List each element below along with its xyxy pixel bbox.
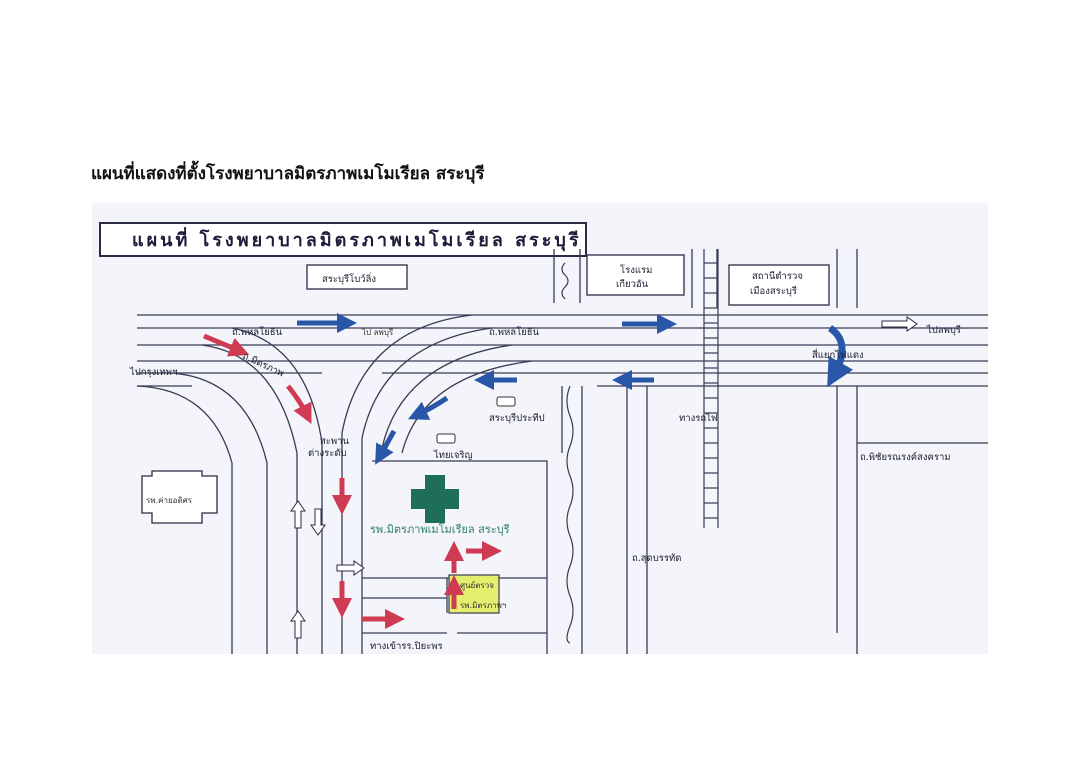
label-clinic-1: ศูนย์ตรวจ (460, 580, 494, 591)
label-army-camp-hospital: รพ.ค่ายอดิศร (146, 496, 193, 505)
label-to-lopburi: ไปลพบุรี (926, 324, 961, 336)
saraburi-bowling-box (306, 264, 408, 290)
label-phahon-right: ถ.พหลโยธิน (489, 326, 540, 338)
label-hotel: โรงแรม (620, 264, 652, 276)
label-saraburi-bowling: สระบุรีโบว์ลิ่ง (322, 272, 376, 285)
label-intersection: สี่แยกไฟแดง (812, 348, 864, 361)
arrow-u-turn (827, 325, 854, 388)
label-police-station: สถานีตำรวจ (752, 270, 803, 282)
bus-stop-icon (436, 396, 516, 444)
arrow-hollow-east-2 (336, 560, 365, 576)
location-map: แผนที่ โรงพยาบาลมิตรภาพเมโมเรียล สระบุรี (92, 203, 988, 654)
label-saraburi-prathip: สระบุรีประทีป (489, 412, 545, 424)
map-title: แผนที่ โรงพยาบาลมิตรภาพเมโมเรียล สระบุรี (132, 227, 581, 252)
blue-direction-arrows (297, 313, 854, 465)
hospital-cross-icon (411, 475, 459, 523)
label-to-lopburi-small: ไป ลพบุรี (361, 328, 394, 337)
label-phichai-road: ถ.พิชัยรณรงค์สงคราม (860, 451, 951, 463)
arrow-hollow-up-1 (290, 500, 306, 529)
arrow-hollow-up-2 (290, 610, 306, 639)
label-to-bangkok: ไปกรุงเทพฯ (129, 366, 177, 378)
arrow-red-2 (286, 384, 312, 424)
label-interchange-1: สะพาน (320, 436, 349, 447)
arrow-down-ramp (375, 429, 397, 465)
hotel-box (586, 254, 685, 296)
canal (561, 262, 574, 644)
arrow-hollow-east (881, 316, 918, 332)
map-title-box: แผนที่ โรงพยาบาลมิตรภาพเมโมเรียล สระบุรี (99, 222, 587, 257)
document-title: แผนที่แสดงที่ตั้งโรงพยาบาลมิตรภาพเมโมเรี… (91, 164, 485, 184)
map-paper (92, 203, 988, 654)
label-hotel-name: เกียวอัน (616, 278, 649, 290)
arrow-curve-1 (407, 395, 449, 420)
police-station-box (728, 264, 830, 306)
arrow-hollow-down (310, 508, 326, 536)
label-interchange-2: ต่างระดับ (308, 448, 347, 459)
arrow-red-1 (203, 333, 250, 357)
label-police-station-sub: เมืองสระบุรี (750, 285, 797, 297)
hollow-direction-arrows (290, 316, 918, 639)
label-thai-charoen: ไทยเจริญ (433, 449, 473, 461)
label-hospital: รพ.มิตรภาพเมโมเรียล สระบุรี (370, 522, 510, 536)
label-phahon-left: ถ.พหลโยธิน (232, 326, 283, 338)
road-network (136, 249, 988, 654)
label-clinic-2: รพ.มิตรภาพฯ (460, 601, 506, 610)
railway-track (703, 249, 719, 528)
army-camp-hospital-box (141, 470, 218, 524)
label-sutbanthat-road: ถ.สุดบรรทัด (632, 553, 681, 564)
label-railway: ทางรถไฟ (679, 412, 718, 424)
label-school-entrance: ทางเข้ารร.ปิยะพร (370, 641, 443, 652)
red-direction-arrows (203, 333, 502, 629)
